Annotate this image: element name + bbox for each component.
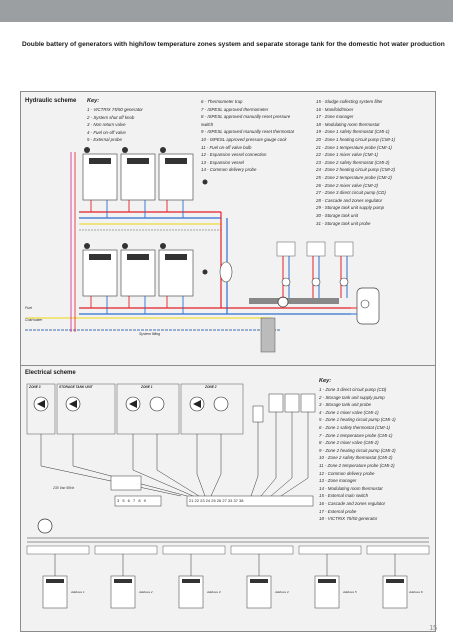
key-item: 1 - VICTRIX 75/50 generator: [87, 107, 143, 112]
key-item: 11 - Zone 2 temperature probe (CMI-2): [319, 462, 395, 468]
boiler-address-2: Address 2: [139, 590, 153, 594]
hydraulic-title: Hydraulic scheme: [25, 98, 77, 104]
boiler-upper-3: [158, 153, 194, 201]
key-item: 22 - Zone 1 mixer valve (CMI-1): [316, 152, 378, 158]
terminals-label-2: 21 22 23 24 25 26 27 33 37 38: [189, 498, 244, 503]
electrical-key: 1 - Zone 3 direct circuit pump (CD) 2 - …: [319, 386, 396, 523]
key-item: 10 - ISPESL approved pressure gauge cock: [201, 136, 287, 142]
key-item: 7 - ISPESL approved thermometer: [201, 106, 269, 112]
cold-water-label: Cold water: [25, 318, 43, 322]
boiler-upper-1: [82, 153, 118, 201]
boiler-lower-3: [158, 249, 194, 297]
key-item: 29 - Storage tank unit supply pump: [316, 205, 385, 211]
electrical-title: Electrical scheme: [25, 370, 76, 376]
zone-circuits: [276, 241, 354, 298]
key-item: 6 - Thermometer trap: [201, 99, 243, 104]
key-item: 18 - VICTRIX 75/50 generator: [319, 516, 378, 522]
key-item: 9 - ISPESL approved manually reset therm…: [201, 129, 294, 135]
key-item: 7 - Zone 1 temperature probe (CMI-1): [319, 432, 393, 438]
key-item: 15 - Sludge collecting system filter: [316, 99, 383, 104]
key-item: 26 - Zone 2 mixer valve (CMI-2): [316, 182, 378, 188]
key-item: 24 - Zone 2 heating circuit pump (CMI-2): [316, 167, 396, 173]
key-item: 12 - Common delivery probe: [319, 470, 375, 476]
hydraulic-key-col2: 6 - Thermometer trap 7 - ISPESL approved…: [201, 98, 294, 174]
zone-label-storage: STORAGE TANK UNIT: [59, 385, 93, 389]
boiler-address-6: Address 6: [409, 590, 423, 594]
key-item: 2 - System shut off knob: [87, 114, 135, 120]
zone-label-3: ZONE 3: [29, 385, 41, 389]
key-item: 14 - Common delivery probe: [201, 167, 257, 173]
hydraulic-diagram: [25, 147, 380, 353]
boiler-upper-2: [120, 153, 156, 201]
key-item: switch: [201, 121, 214, 127]
key-item: 13 - Expansion vessel: [201, 159, 244, 165]
key-item: 5 - Zone 1 heating circuit pump (CMI-1): [319, 417, 396, 423]
hydraulic-key-title: Key:: [87, 98, 100, 104]
key-item: 3 - Non return valve: [87, 122, 126, 128]
key-item: 20 - Zone 1 heating circuit pump (CMI-1): [316, 136, 396, 142]
hydraulic-key-col1: 1 - VICTRIX 75/50 generator 2 - System s…: [87, 106, 143, 144]
boiler-address-1: Address 1: [71, 590, 85, 594]
key-item: 16 - Cascade and zones regulator: [319, 500, 386, 506]
key-item: 27 - Zone 3 direct circuit pump (CD): [316, 190, 386, 196]
key-item: 10 - Zone 2 safety thermostat (CMI-2): [319, 455, 393, 461]
key-item: 4 - Fuel on-off valve: [87, 129, 126, 135]
power-label: 230 Vac 50Hz: [53, 486, 75, 490]
key-item: 12 - Expansion vessel connection: [201, 152, 267, 158]
key-item: 1 - Zone 3 direct circuit pump (CD): [319, 387, 387, 392]
key-item: 9 - Zone 2 heating circuit pump (CMI-2): [319, 447, 396, 453]
key-item: 28 - Cascade and zones regulator: [316, 197, 383, 203]
boiler-address-4: Address 4: [275, 590, 289, 594]
key-item: 18 - Modulating room thermostat: [316, 121, 380, 127]
key-item: 8 - ISPESL approved manually reset press…: [201, 114, 291, 120]
key-item: 15 - External main switch: [319, 493, 369, 499]
key-item: 2 - Storage tank unit supply pump: [319, 394, 385, 400]
key-item: 19 - Zone 1 safety thermostat (CMI-1): [316, 129, 390, 135]
hydraulic-key-col3: 15 - Sludge collecting system filter 16 …: [316, 98, 395, 227]
key-item: 21 - Zone 1 temperature probe (CMI-1): [316, 144, 392, 150]
key-item: 11 - Fuel on-off valve bulb: [201, 144, 252, 150]
electrical-diagram: [26, 383, 430, 609]
boiler-address-5: Address 5: [343, 590, 357, 594]
key-item: 25 - Zone 2 temperature probe (CMI-2): [316, 174, 392, 180]
key-item: 17 - External probe: [319, 508, 357, 514]
key-item: 4 - Zone 1 mixer valve (CMI-1): [319, 409, 379, 415]
key-item: 8 - Zone 2 mixer valve (CMI-2): [319, 440, 379, 446]
key-item: 13 - Zone manager: [319, 478, 357, 484]
electrical-key-title: Key:: [319, 378, 332, 384]
electrical-panel: Electrical scheme Key: 1 - Zone 3 direct…: [20, 365, 436, 632]
key-item: 17 - Zone manager: [316, 114, 354, 120]
page-number: 15: [429, 625, 437, 632]
boiler-lower-1: [82, 249, 118, 297]
boiler-lower-2: [120, 249, 156, 297]
system-filling-label: System filling: [139, 332, 161, 336]
page-title: Double battery of generators with high/l…: [22, 41, 445, 48]
hydraulic-panel: Hydraulic scheme Key: 1 - VICTRIX 75/50 …: [20, 91, 436, 377]
key-item: 14 - Modulating room thermostat: [319, 485, 383, 491]
key-item: 23 - Zone 2 safety thermostat (CMI-2): [316, 159, 390, 165]
zone-label-2: ZONE 2: [205, 385, 217, 389]
key-item: 16 - Manifold/mixer: [316, 106, 354, 112]
key-item: 3 - Storage tank unit probe: [319, 402, 371, 408]
boiler-address-3: Address 3: [207, 590, 221, 594]
terminals-label: 3 5 6 7 8 9: [117, 498, 147, 503]
key-item: 5 - External probe: [87, 137, 122, 143]
fuel-label: Fuel: [25, 306, 32, 310]
key-item: 31 - Storage tank unit probe: [316, 220, 371, 226]
key-item: 30 - Storage tank unit: [316, 212, 358, 218]
key-item: 6 - Zone 1 safety thermostat (CMI-1): [319, 424, 391, 430]
top-banner: [0, 0, 453, 22]
zone-label-1: ZONE 1: [141, 385, 153, 389]
storage-tank: [351, 287, 380, 325]
